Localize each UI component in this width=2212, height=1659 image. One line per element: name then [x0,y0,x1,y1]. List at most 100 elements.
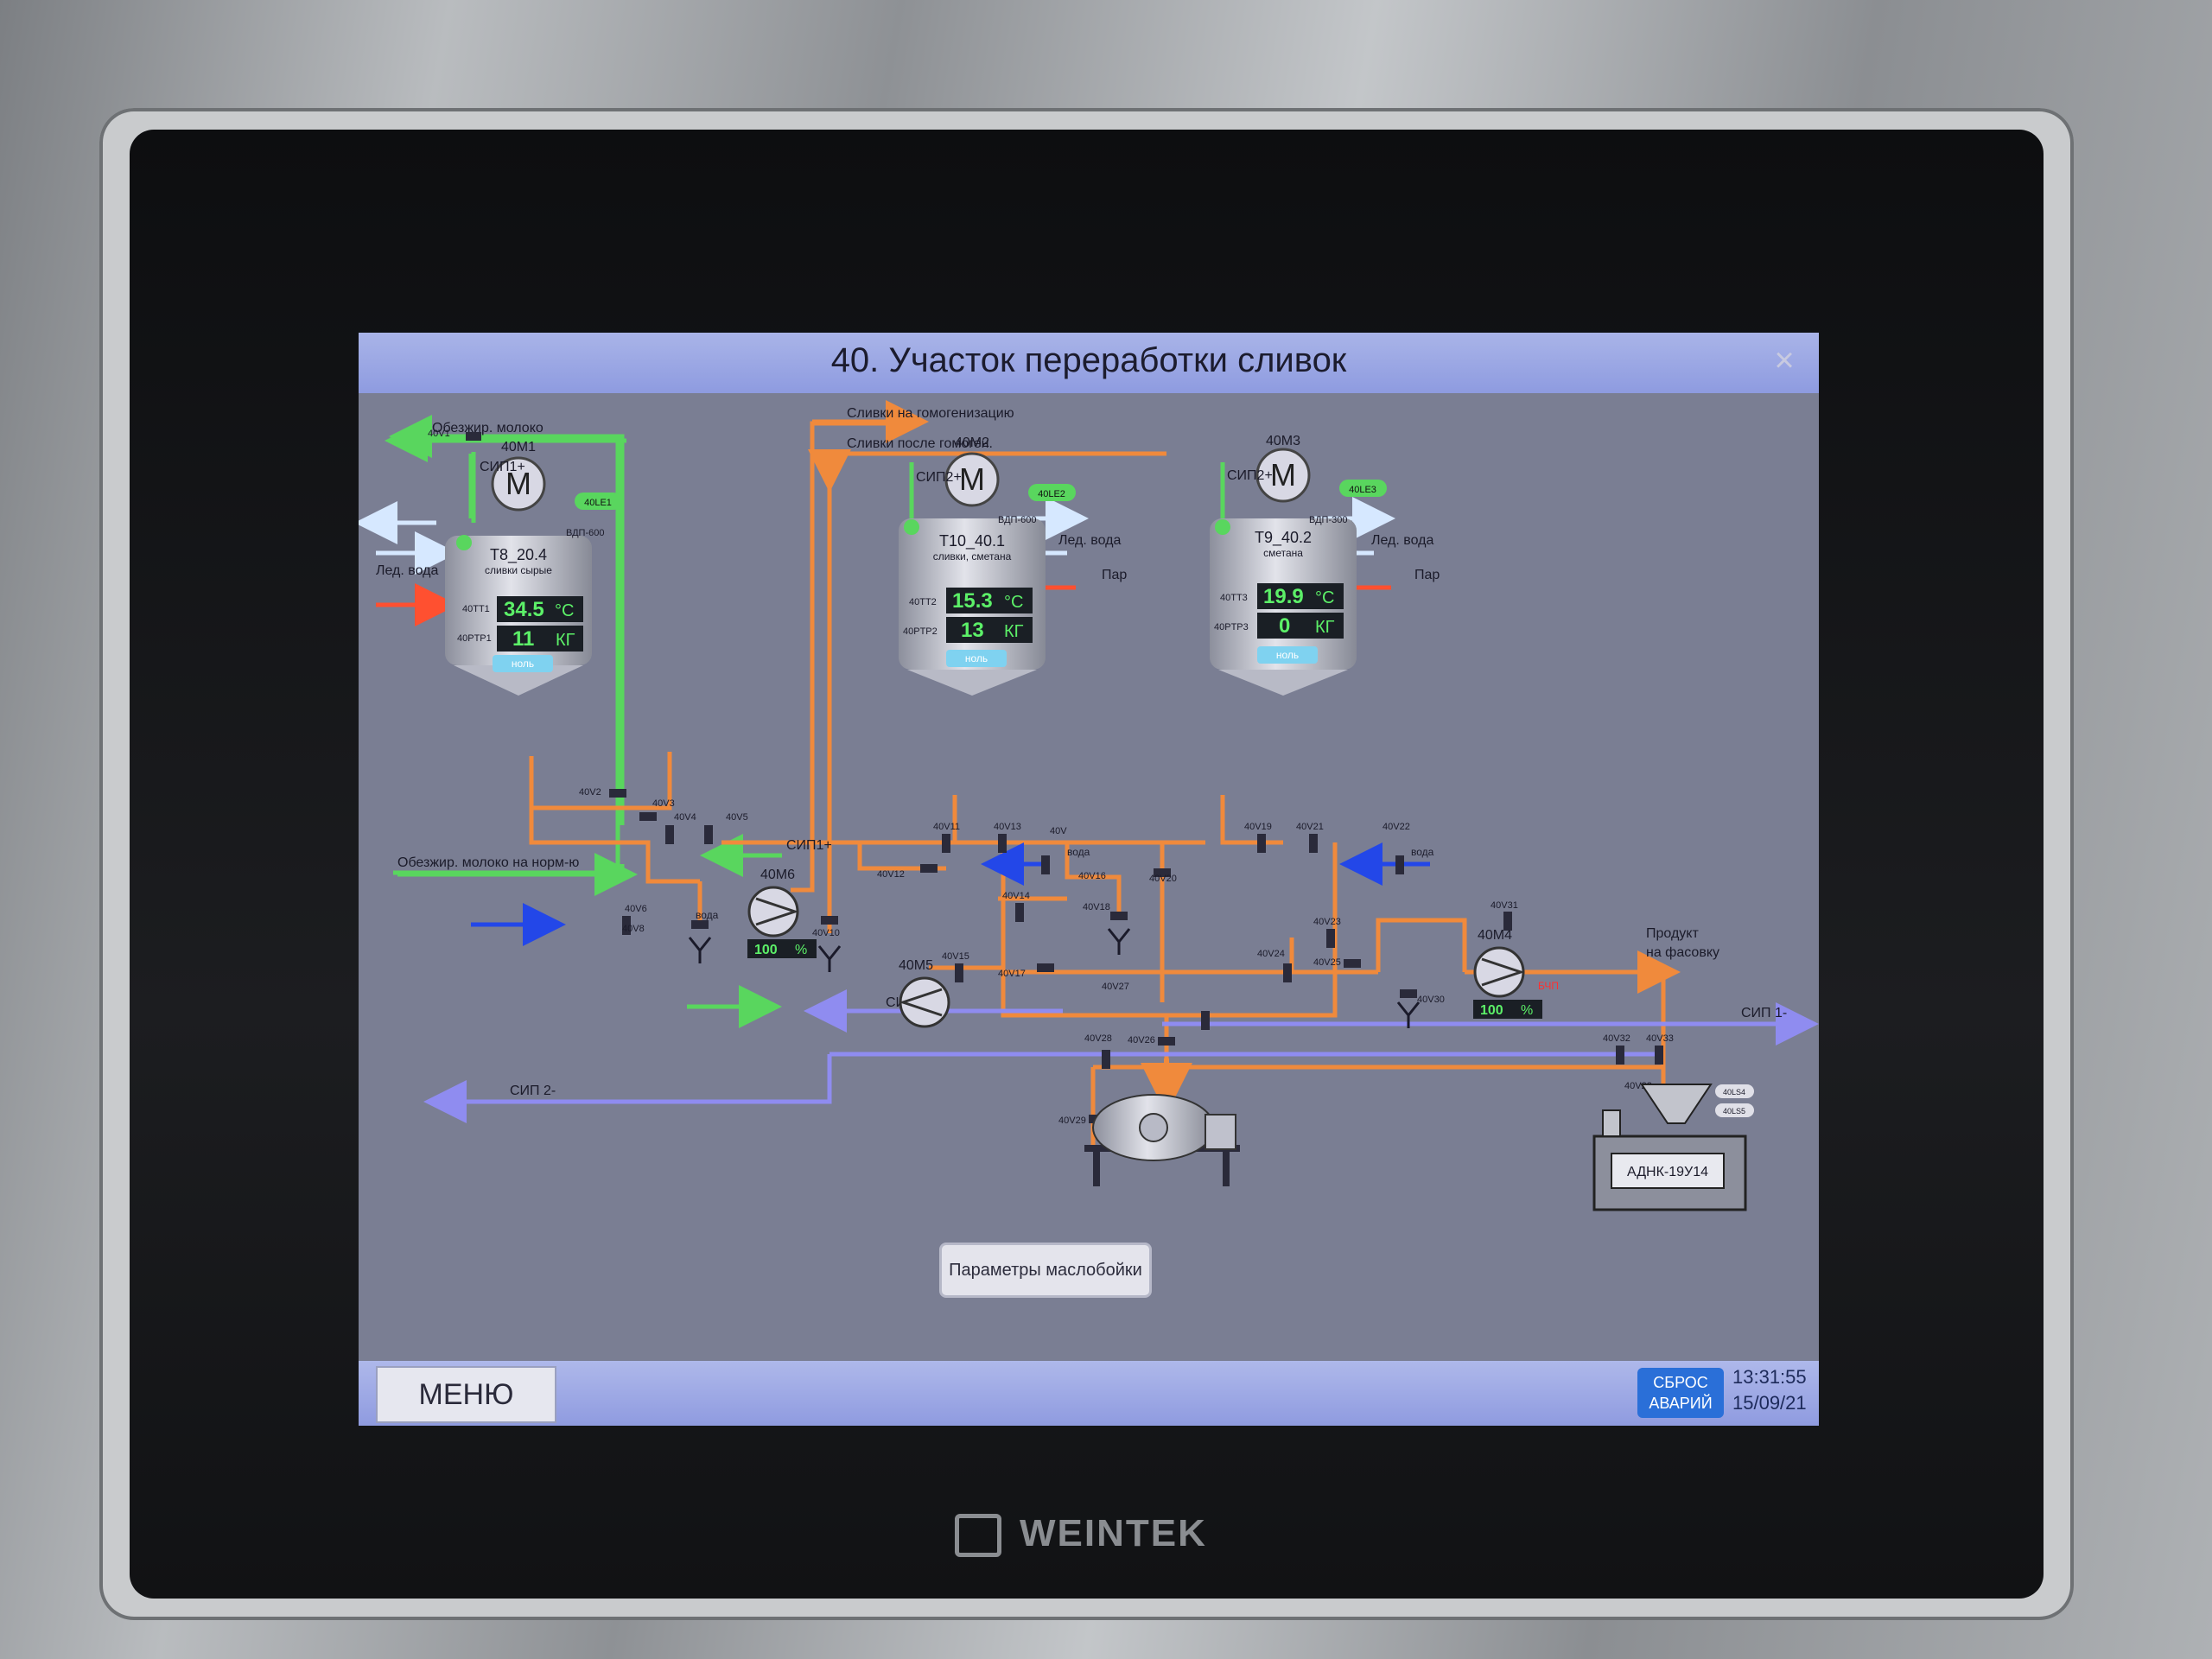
cip2-plus-label: СИП2+ [916,470,962,485]
level-tag: 40PTP1 [457,633,492,644]
valve-40v22b[interactable] [1201,1011,1210,1030]
bottom-bar: МЕНЮ СБРОС АВАРИЙ 13:31:55 15/09/21 [359,1361,1819,1426]
page-title: 40. Участок переработки сливок [830,341,1347,379]
ice-water-label-3: Лед. вода [1371,533,1433,548]
valve-40v8[interactable] [691,920,709,929]
title-bar: 40. Участок переработки сливок × [359,333,1819,393]
level-switch-badge [1339,480,1387,497]
reset-alarms-button[interactable]: СБРОС АВАРИЙ [1637,1368,1724,1418]
svg-text:ноль: ноль [1276,649,1299,661]
ice-water-label-1: Лед. вода [376,563,438,578]
svg-text:40V27: 40V27 [1102,982,1129,992]
pump-40m6[interactable]: 40M6 100 % [747,868,817,958]
svg-text:M: M [1270,457,1296,493]
valve-40v32[interactable] [1655,1046,1663,1065]
valve-40v1[interactable] [466,432,481,441]
svg-text:15.3: 15.3 [952,589,993,613]
valve-40v31[interactable] [1616,1046,1624,1065]
valve-40v18[interactable] [1257,834,1266,853]
valve-40v21[interactable] [1395,855,1404,874]
svg-text:40V15: 40V15 [942,951,969,962]
svg-text:40M2: 40M2 [955,435,989,450]
motor-40m3[interactable]: M 40M3 40LE3 [1255,434,1387,503]
svg-text:40LS4: 40LS4 [1723,1088,1745,1096]
valve-40v29[interactable] [1400,989,1417,998]
valve-40v19[interactable] [1154,868,1171,877]
valve-40v25[interactable] [1158,1037,1175,1046]
pump-40m4[interactable]: 40M4 100 % БЧП [1473,928,1559,1019]
svg-text:40V31: 40V31 [1491,900,1518,911]
motor-40m1[interactable]: M 40M1 40LE1 [491,440,622,512]
svg-text:100: 100 [754,943,778,957]
tank-t8[interactable]: T8_20.4 сливки сырые ВДП-600 34.5 °С 11 … [445,528,604,696]
valve-40v14[interactable] [1015,903,1024,922]
svg-text:40V: 40V [1050,826,1067,836]
valve-40v11[interactable] [942,834,950,853]
valve-40v10[interactable] [821,916,838,925]
valves [466,432,1672,1123]
svg-text:40V8: 40V8 [622,924,645,934]
temp-display [497,596,583,622]
svg-text:40V12: 40V12 [877,869,905,880]
svg-text:40M3: 40M3 [1266,434,1300,448]
ice-water-label-2: Лед. вода [1058,533,1121,548]
valve-40v24[interactable] [1344,959,1361,968]
valve-40v13[interactable] [998,834,1007,853]
valve-40v23[interactable] [1283,963,1292,982]
valve-40v5[interactable] [704,825,713,844]
packer-adnk[interactable]: АДНК-19У14 40LS4 40LS5 [1592,1084,1754,1211]
svg-text:сливки, сметана: сливки, сметана [933,550,1012,563]
tank-t9[interactable]: T9_40.2 сметана ВДП-300 19.9 °С 0 КГ 40T… [1210,515,1357,696]
valve-40v17[interactable] [1110,912,1128,920]
svg-text:КГ: КГ [1004,622,1024,641]
svg-text:40V14: 40V14 [1002,891,1030,901]
motor-40m2[interactable]: M 40M2 40LE2 [944,435,1076,507]
level-display [1257,613,1344,639]
valve-40v22[interactable] [1326,929,1335,948]
valve-40v6[interactable] [622,916,631,935]
valve-40v2[interactable] [609,789,626,798]
svg-text:40TT3: 40TT3 [1220,593,1248,603]
svg-text:40LE3: 40LE3 [1349,485,1376,495]
status-badge [1257,646,1318,664]
valve-40v15[interactable] [955,963,963,982]
valve-40v16[interactable] [1037,963,1054,972]
valve-40v30[interactable] [1503,912,1512,931]
valve-labels: 40V1 40V2 40V3 40V4 40V5 40V6 40V8 40V10… [428,429,1674,1126]
svg-text:40V6: 40V6 [625,904,647,914]
cip2-plus-label-2: СИП2+ [1227,468,1273,483]
status-badge [946,650,1007,667]
svg-text:°С: °С [1004,593,1023,612]
churn-parameters-button[interactable]: Параметры маслобойки [939,1243,1152,1298]
tank-indicator-icon [1215,519,1230,535]
temp-display [1257,583,1344,609]
svg-text:T9_40.2: T9_40.2 [1255,529,1312,547]
menu-button[interactable]: МЕНЮ [376,1366,556,1423]
svg-text:40V13: 40V13 [994,822,1021,832]
valve-40v12[interactable] [920,864,938,873]
svg-text:40V2: 40V2 [579,787,601,798]
brand-logo: WEINTEK [1020,1512,1207,1554]
svg-text:0: 0 [1279,614,1290,638]
tank-t10[interactable]: T10_40.1 сливки, сметана ВДП-600 15.3 °С… [899,515,1046,696]
svg-text:M: M [505,466,531,501]
valve-40v3[interactable] [639,812,657,821]
svg-text:ВДП-600: ВДП-600 [998,515,1036,525]
valve-40v4[interactable] [665,825,674,844]
butter-churn[interactable] [1084,1094,1240,1186]
svg-text:40M4: 40M4 [1478,928,1512,943]
svg-text:40V25: 40V25 [1313,957,1341,968]
svg-text:40V30: 40V30 [1417,995,1445,1005]
svg-text:ВДП-300: ВДП-300 [1309,515,1347,525]
valve-40v[interactable] [1041,855,1050,874]
svg-text:40V23: 40V23 [1313,917,1341,927]
valve-40v27[interactable] [1102,1050,1110,1069]
clock-time: 13:31:55 [1732,1366,1807,1388]
svg-text:КГ: КГ [1315,618,1335,637]
close-icon[interactable]: × [1774,341,1795,379]
valve-40v20[interactable] [1309,834,1318,853]
water-label-2: вода [1411,846,1434,858]
pump-40m5[interactable]: 40M5 [899,958,950,1028]
process-diagram: T8_20.4 сливки сырые ВДП-600 34.5 °С 11 … [359,400,1819,1211]
svg-text:%: % [795,943,807,957]
